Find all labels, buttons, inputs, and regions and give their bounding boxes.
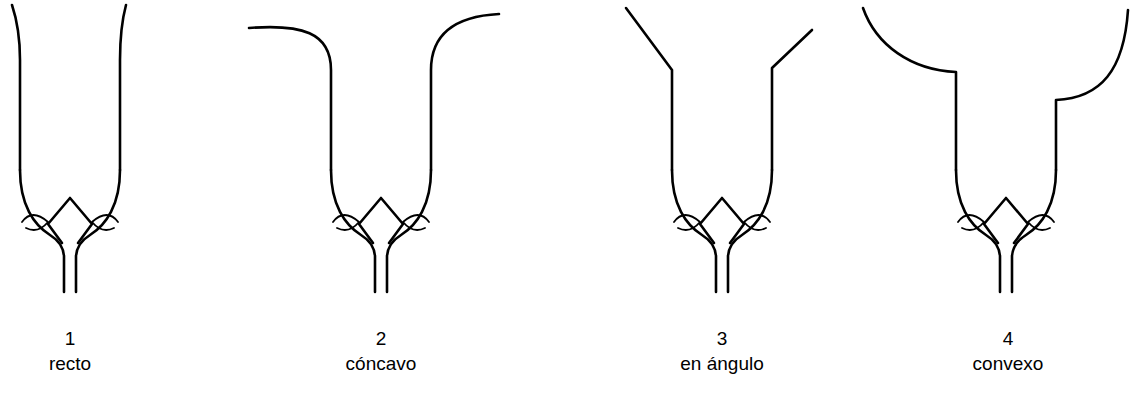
shape-convex — [863, 8, 1128, 292]
shape-angled — [626, 8, 812, 292]
callout-number: 4 — [1003, 328, 1014, 351]
shape-concave — [249, 14, 499, 292]
shape-name: convexo — [973, 353, 1044, 376]
callout-number: 2 — [376, 328, 387, 351]
callout-number: 1 — [65, 328, 76, 351]
callout-number: 3 — [717, 328, 728, 351]
shape-name: cóncavo — [346, 353, 417, 376]
shape-name: en ángulo — [680, 353, 763, 376]
shape-name: recto — [49, 353, 91, 376]
shape-straight — [12, 5, 126, 292]
